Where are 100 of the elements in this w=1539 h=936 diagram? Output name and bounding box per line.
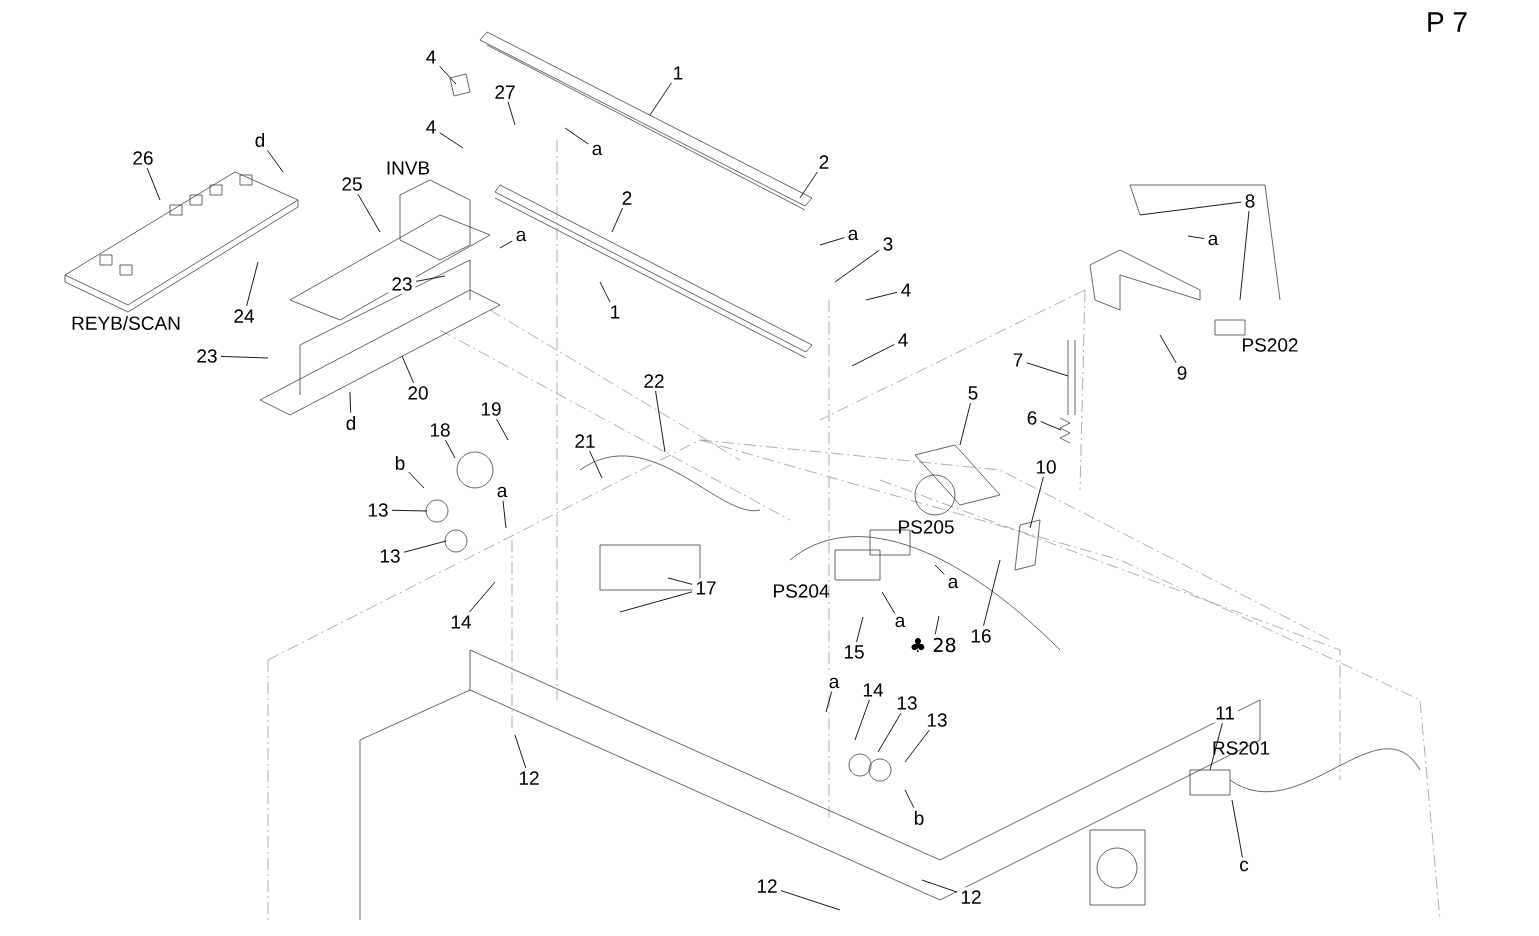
leader-line	[502, 500, 507, 529]
callout-number: 25	[338, 174, 366, 194]
leader-line	[445, 439, 456, 459]
callout-number: 2	[618, 188, 636, 208]
leader-line	[496, 418, 509, 441]
callout-number: 20	[404, 383, 432, 403]
page-number: P 7	[1428, 12, 1467, 32]
callout-number: a	[493, 483, 511, 501]
leader-line	[921, 879, 958, 893]
callout-number: 4	[894, 330, 912, 350]
leader-line	[1029, 476, 1044, 529]
leader-line	[499, 240, 513, 249]
part-label: RS201	[1213, 741, 1270, 755]
leader-line	[349, 391, 352, 414]
callout-number: 4	[422, 117, 440, 137]
leader-line	[439, 132, 464, 149]
callout-number: 23	[388, 274, 416, 294]
leader-line	[408, 471, 425, 489]
leader-line	[1209, 722, 1223, 771]
callout-number: 12	[957, 887, 985, 907]
leader-line	[667, 577, 693, 585]
leader-line	[1139, 201, 1242, 216]
leader-line	[246, 261, 259, 307]
callout-number: a	[891, 613, 909, 631]
leader-line	[649, 82, 672, 116]
leader-line	[267, 149, 284, 173]
leader-line	[934, 615, 940, 635]
leader-line	[439, 65, 457, 85]
part-label: INVB	[387, 161, 430, 175]
callout-number: 15	[840, 642, 868, 662]
callout-number: 1	[669, 63, 687, 83]
leader-line	[469, 581, 496, 613]
leader-line	[1040, 421, 1062, 431]
leader-line	[357, 193, 381, 233]
leader-line	[611, 207, 624, 233]
leader-line	[507, 101, 516, 126]
leader-line	[959, 402, 971, 446]
leader-line	[780, 890, 841, 911]
leader-line	[415, 275, 446, 282]
leader-line	[904, 729, 930, 763]
callout-number: 13	[893, 693, 921, 713]
callout-number: 8	[1241, 191, 1259, 211]
part-label: PS204	[774, 584, 829, 598]
callout-number: 27	[491, 82, 519, 102]
callout-number: 13	[376, 546, 404, 566]
callout-number: 3	[879, 234, 897, 254]
callout-number: a	[588, 141, 606, 159]
leader-line	[403, 540, 447, 553]
part-label: PS205	[899, 520, 954, 534]
leader-line	[865, 291, 898, 301]
callout-number: 13	[364, 500, 392, 520]
callout-number: 19	[477, 399, 505, 419]
part-label: PS202	[1243, 338, 1298, 352]
callout-number: b	[910, 808, 928, 828]
callout-number: c	[1236, 857, 1252, 875]
callout-number: 6	[1023, 408, 1041, 428]
callout-number: 26	[129, 148, 157, 168]
callout-number: 10	[1032, 457, 1060, 477]
callout-number: 24	[230, 306, 258, 326]
callout-number: d	[251, 130, 269, 150]
leader-line	[877, 712, 902, 753]
leader-line	[391, 509, 428, 512]
callout-number: 5	[964, 383, 982, 403]
callout-number: 11	[1212, 703, 1238, 723]
leader-line	[401, 355, 415, 384]
callout-number: a	[844, 226, 862, 244]
leader-line	[1239, 210, 1250, 301]
leader-line	[851, 343, 895, 367]
callout-number: 14	[859, 680, 887, 700]
callout-number: b	[391, 453, 409, 473]
leader-line	[856, 616, 864, 643]
leader-line	[146, 167, 161, 201]
part-label: REYB/SCAN	[72, 316, 180, 330]
callout-number: 16	[967, 626, 995, 646]
callout-number: 4	[422, 47, 440, 67]
callout-number: 21	[571, 431, 599, 451]
callout-number: 14	[447, 612, 475, 632]
leader-line	[589, 450, 603, 479]
callout-number: a	[944, 574, 962, 592]
callout-number: 17	[692, 578, 720, 598]
leader-line	[1159, 334, 1177, 364]
leader-line	[1187, 235, 1205, 240]
leader-line	[220, 356, 269, 359]
leader-line	[655, 390, 666, 453]
callout-number: a	[825, 674, 843, 692]
leader-line	[983, 559, 1001, 627]
leader-line	[799, 171, 818, 199]
callout-number: 18	[426, 420, 454, 440]
leader-line	[1231, 799, 1243, 858]
callout-number: 13	[923, 710, 951, 730]
leader-line	[1026, 362, 1069, 377]
callout-number: 4	[897, 280, 915, 300]
callout-number: a	[512, 227, 530, 245]
callout-number: 22	[640, 371, 668, 391]
callout-number: ♣ 28	[906, 634, 960, 656]
callout-number: a	[1204, 231, 1222, 249]
callout-number: 12	[515, 768, 543, 788]
callout-number: 1	[606, 302, 624, 322]
callout-number: 7	[1009, 350, 1027, 370]
leader-line	[904, 789, 915, 809]
